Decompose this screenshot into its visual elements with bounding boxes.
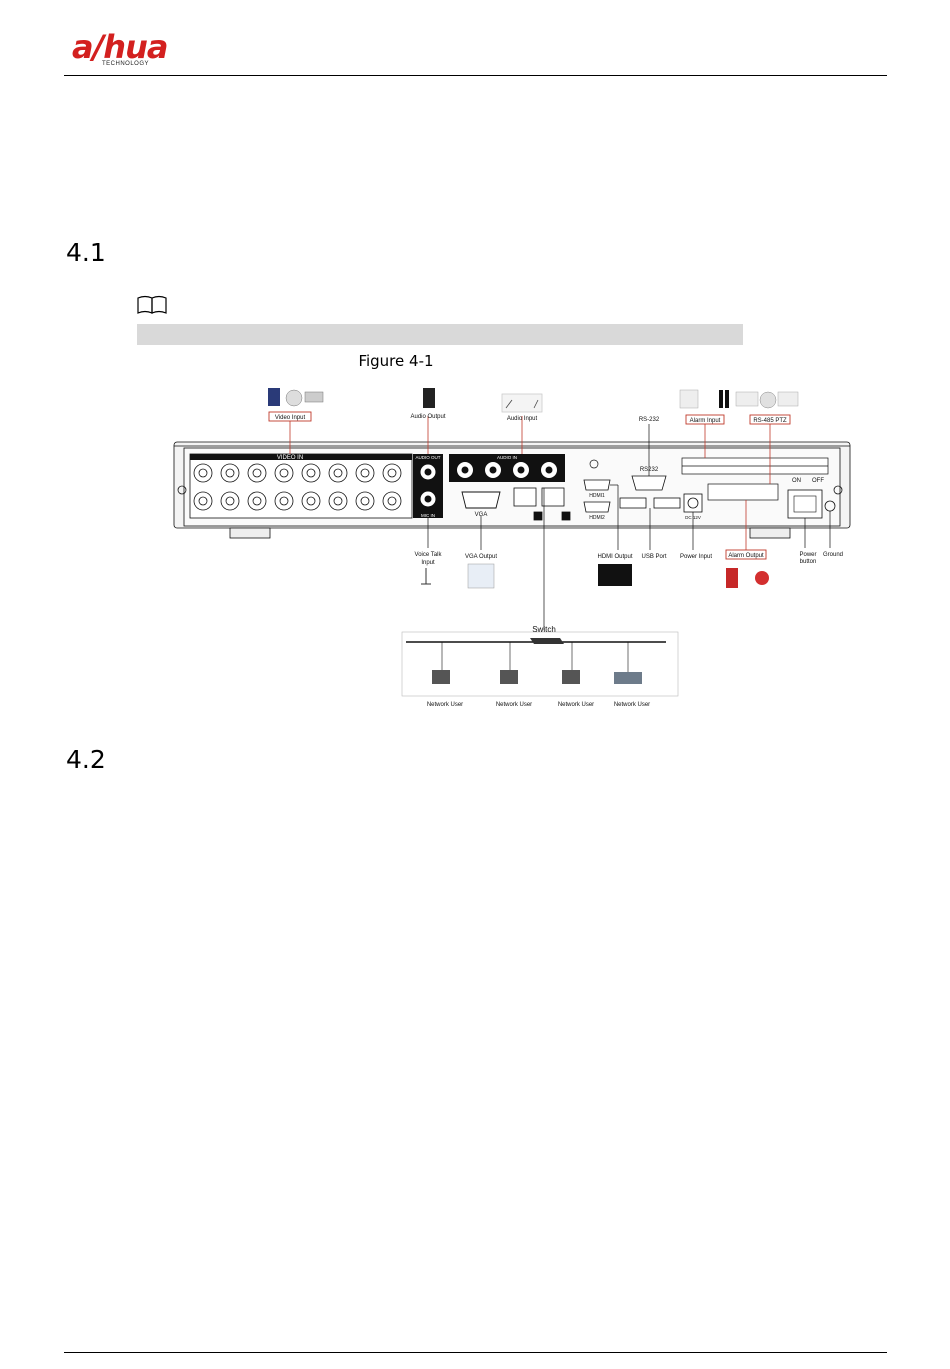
power-button-callout-line1: Power [799,552,816,558]
video-input-callout: Video Input [275,415,306,421]
speaker-icon [423,388,435,408]
microphone-stand-icon [421,568,431,585]
audio-output-callout: Audio Output [410,414,445,420]
audio-out-label: AUDIO OUT [415,455,440,460]
voice-talk-callout-line1: Voice Talk [415,552,443,558]
rear-panel-figure: VIDEO IN AUDIO OUT MIC IN AUDIO IN VGA H… [173,388,851,708]
power-switch: ON OFF [787,478,836,519]
alarm-siren-icon [726,568,738,588]
network-diagram: Switch Network User Network User Network… [401,625,679,708]
video-in-label: VIDEO IN [277,455,303,461]
hdmi2-label: HDMI2 [589,515,605,521]
audio-out-block: AUDIO OUT MIC IN [413,454,443,518]
header-rule [64,75,887,76]
footer-rule [64,1352,887,1353]
microphone-icons [501,393,543,413]
computer-icon-2 [500,670,518,684]
usb-port-callout: USB Port [641,554,666,560]
vga-label: VGA [475,512,488,518]
alarm-input-callout: Alarm Input [690,418,721,424]
hdmi-tv-icon [598,564,632,586]
video-in-block: VIDEO IN [189,453,413,519]
note-bar [137,324,743,345]
rs485-ptz-callout: RS-485 PTZ [753,418,787,424]
hdmi-output-callout: HDMI Output [597,554,632,560]
figure-caption: Figure 4-1 [0,352,950,370]
power-button-callout-line2: button [800,559,817,565]
switch-label: Switch [532,625,556,634]
vga-port: VGA [461,491,501,518]
audio-in-block: AUDIO IN [449,454,565,482]
camera-icons [268,388,324,407]
dahua-logo: a/hua TECHNOLOGY [72,30,184,70]
network-user-label-1: Network User [427,702,463,708]
audio-input-callout: Audio Input [507,416,538,422]
logo-wordmark: a/hua [72,28,168,66]
hdmi1-label: HDMI1 [589,493,605,499]
lan-ports [513,487,571,521]
mic-in-label: MIC IN [421,513,435,518]
alarm-light-icon [755,571,769,585]
alarm-terminal-row [681,457,829,501]
alarm-sensor-icons [679,389,799,409]
hdmi-ports: HDMI1 HDMI2 [583,479,611,521]
off-label: OFF [812,478,824,484]
vga-output-callout: VGA Output [465,554,497,560]
network-user-label-2: Network User [496,702,532,708]
section-heading-4-2: 4.2 [66,745,106,774]
audio-in-label: AUDIO IN [497,455,517,460]
network-user-label-3: Network User [558,702,594,708]
alarm-output-callout: Alarm Output [728,553,764,559]
vga-monitor-icon [467,563,495,589]
note-book-icon [137,295,167,314]
network-user-label-4: Network User [614,702,650,708]
logo-subtext: TECHNOLOGY [102,61,150,67]
figure-caption-text: Figure 4-1 [358,352,434,370]
voice-talk-callout-line2: Input [421,560,435,566]
computer-icon-1 [432,670,450,684]
section-heading-4-1: 4.1 [66,238,106,267]
computer-icon-3 [562,670,580,684]
power-input-callout: Power Input [680,554,712,560]
switch-icon [530,638,564,644]
keyboard-icon [614,672,642,684]
usb-ports [619,497,681,509]
on-label: ON [792,478,801,484]
rs232-callout: RS-232 [639,417,660,423]
ground-callout: Ground [823,552,843,558]
